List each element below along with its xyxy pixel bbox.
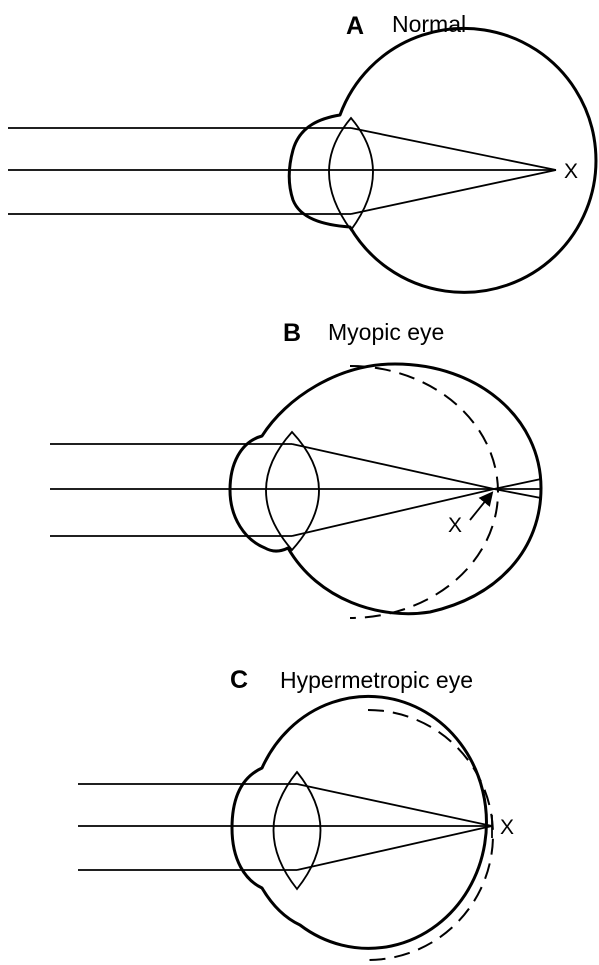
diverging-ray-top — [493, 478, 542, 490]
panel-b-letter: B — [283, 319, 301, 347]
eyeball-outline — [228, 362, 543, 616]
panel-a-letter: A — [346, 12, 364, 40]
diverging-ray-bottom — [493, 488, 542, 499]
refracted-ray-bottom — [291, 488, 495, 537]
panel-hypermetropic: C Hypermetropic eye X — [78, 666, 514, 961]
focal-point-marker: X — [564, 160, 578, 183]
refracted-ray-top — [291, 443, 495, 490]
refracted-ray-top — [350, 127, 557, 171]
normal-eye-outline-dashed — [349, 365, 499, 619]
focal-point-marker: X — [500, 816, 514, 839]
lens — [265, 430, 320, 552]
panel-c-title: Hypermetropic eye — [280, 667, 473, 693]
refracted-ray-bottom — [350, 169, 557, 215]
panel-myopic: B Myopic eye X — [50, 319, 543, 619]
refracted-ray-top — [296, 783, 493, 827]
panel-normal: A Normal X — [8, 11, 598, 294]
lens — [328, 116, 374, 232]
lens — [272, 770, 322, 891]
eyeball-outline — [230, 694, 488, 950]
focal-point-marker: X — [448, 514, 462, 537]
eyeball-outline — [287, 26, 598, 294]
refracted-ray-bottom — [296, 825, 493, 871]
normal-eye-outline-dashed — [367, 709, 494, 961]
panel-b-title: Myopic eye — [328, 319, 444, 345]
panel-c-letter: C — [230, 666, 248, 694]
focal-point-arrow — [469, 491, 494, 521]
